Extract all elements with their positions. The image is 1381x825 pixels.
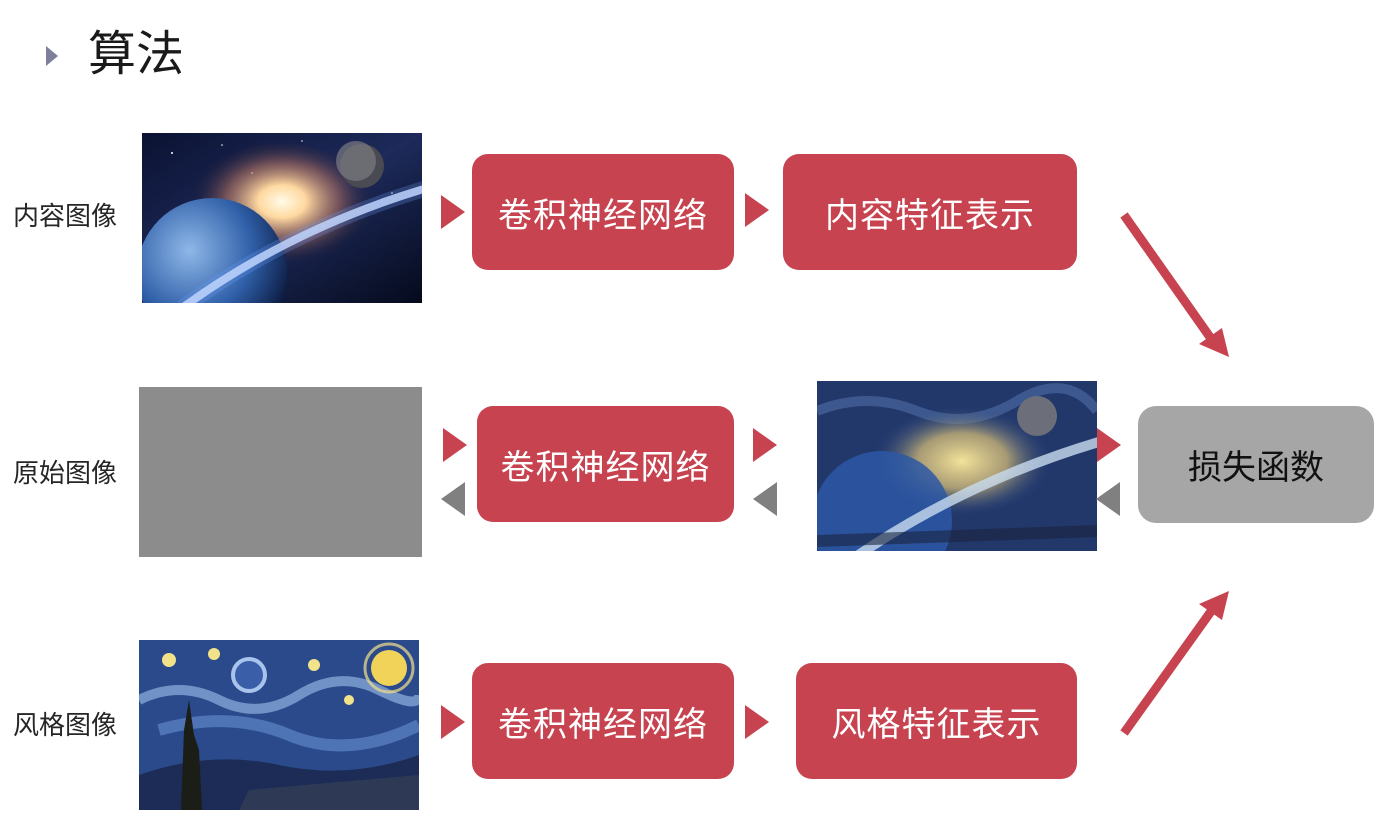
backward-arrow-icon — [1096, 482, 1120, 516]
arrow-up-right-icon — [1120, 591, 1229, 736]
cnn-box-style: 卷积神经网络 — [472, 663, 734, 779]
forward-arrow-icon — [1097, 428, 1121, 462]
label-style-image: 风格图像 — [13, 711, 118, 741]
label-content-image: 内容图像 — [13, 202, 118, 232]
backward-arrow-icon — [753, 482, 777, 516]
content-image — [142, 133, 422, 303]
page-title: 算法 — [88, 26, 185, 82]
cnn-box-original: 卷积神经网络 — [477, 406, 734, 522]
content-feature-box: 内容特征表示 — [783, 154, 1077, 270]
loss-function-box: 损失函数 — [1138, 406, 1374, 523]
cnn-box-content: 卷积神经网络 — [472, 154, 734, 270]
forward-arrow-icon — [753, 428, 777, 462]
forward-arrow-icon — [745, 193, 769, 227]
style-feature-box: 风格特征表示 — [796, 663, 1077, 779]
forward-arrow-icon — [441, 705, 465, 739]
style-image — [139, 640, 419, 810]
backward-arrow-icon — [441, 482, 465, 516]
arrow-down-right-icon — [1120, 212, 1229, 357]
original-noise-image — [139, 387, 422, 557]
forward-arrow-icon — [441, 195, 465, 229]
forward-arrow-icon — [745, 705, 769, 739]
forward-arrow-icon — [443, 428, 467, 462]
label-original-image: 原始图像 — [13, 459, 118, 489]
stylized-result-image — [817, 381, 1097, 551]
title-bullet-icon — [46, 46, 58, 66]
